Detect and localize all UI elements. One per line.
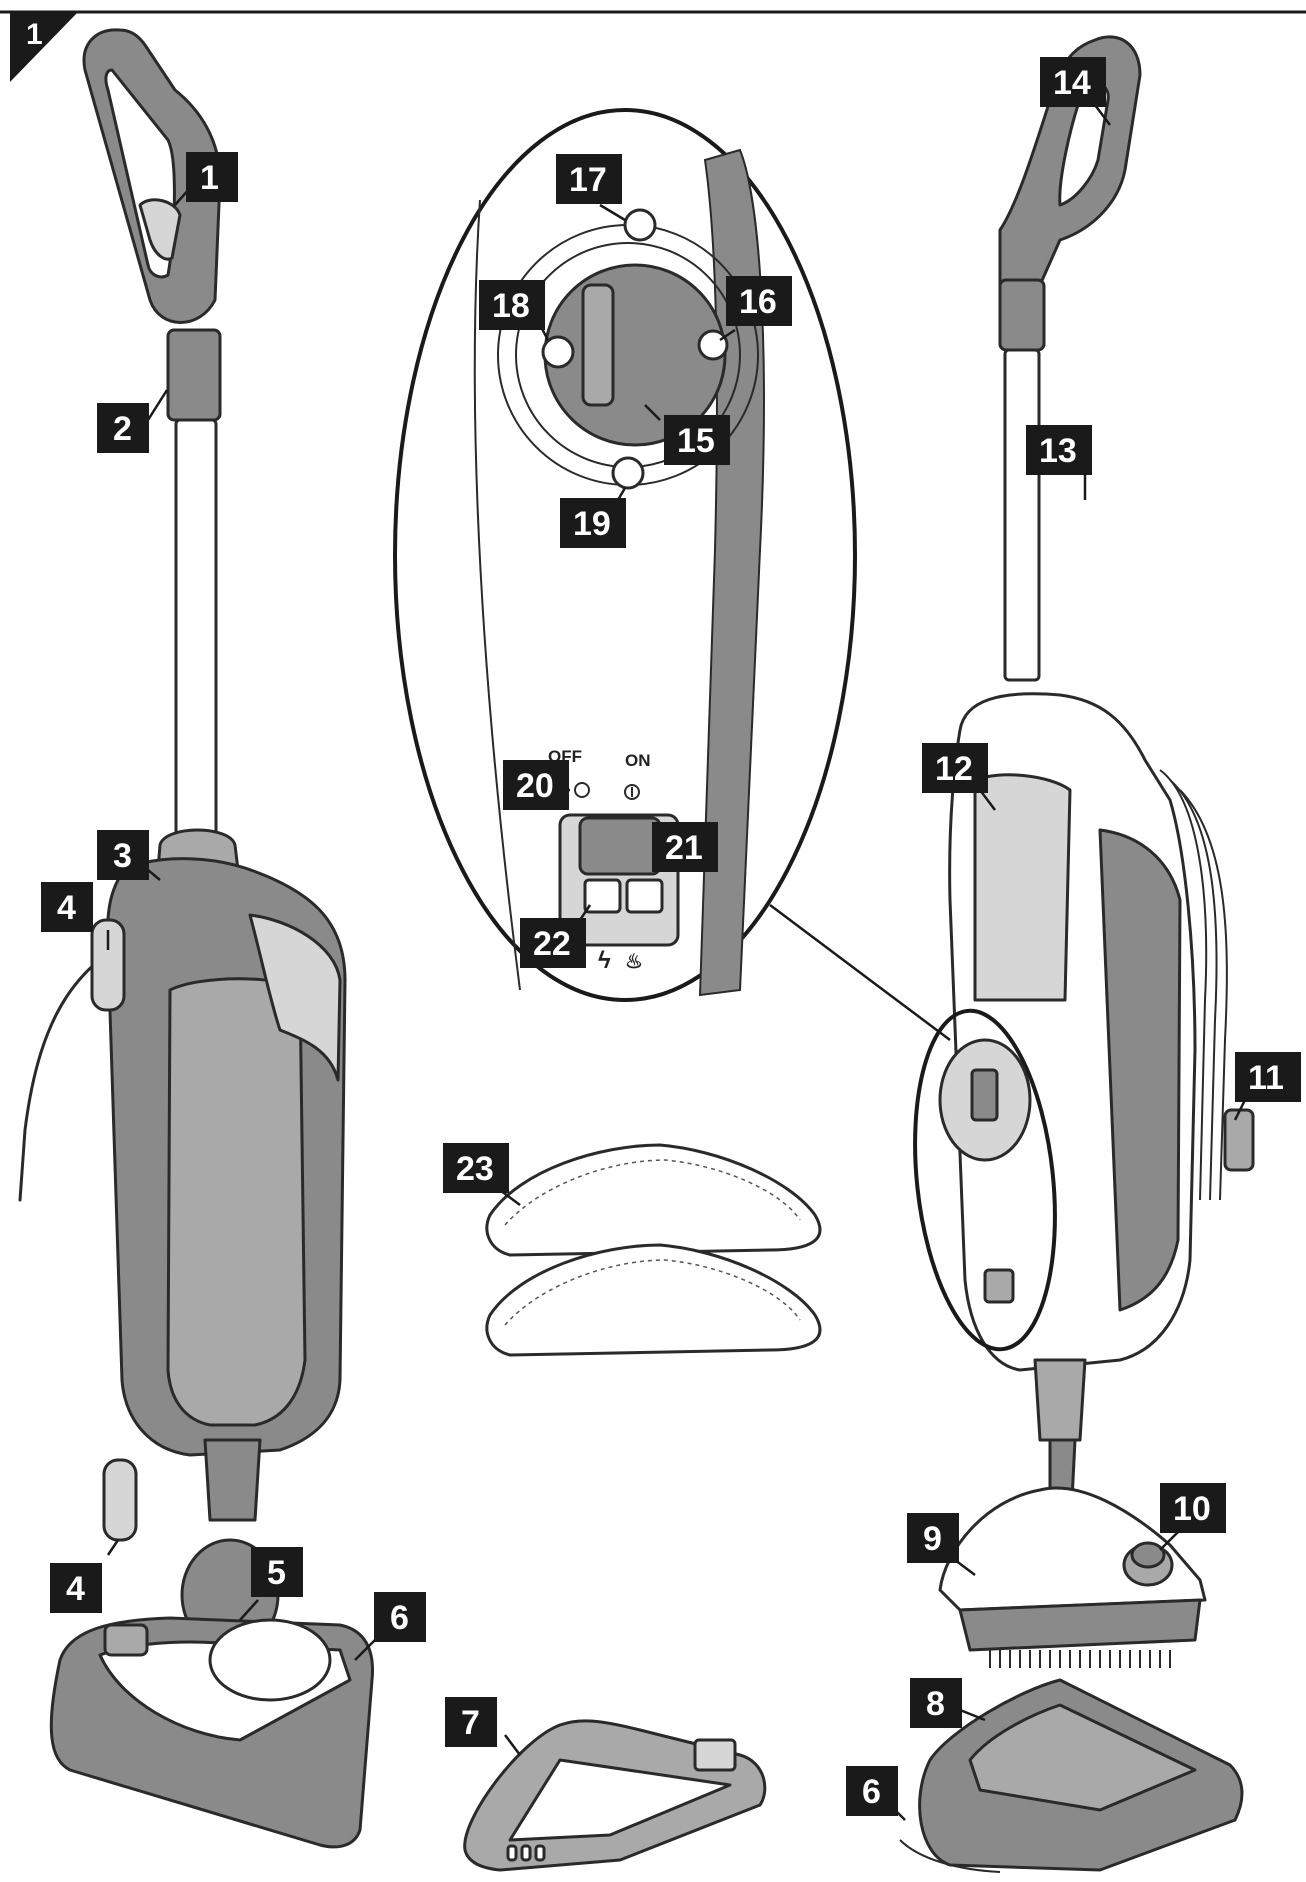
part-label-22: 22 <box>520 918 586 968</box>
part-label-6a: 6 <box>374 1592 426 1642</box>
part-label-1: 1 <box>186 152 238 202</box>
svg-text:6: 6 <box>862 1773 881 1811</box>
part-label-2: 2 <box>97 403 149 453</box>
microfiber-pads <box>485 1143 822 1357</box>
svg-text:2: 2 <box>113 410 132 448</box>
figure-number-badge: 1 <box>10 12 78 82</box>
part-label-6b: 6 <box>846 1766 898 1816</box>
svg-text:8: 8 <box>926 1685 945 1723</box>
svg-text:4: 4 <box>57 889 76 927</box>
switch-on-label: ON <box>625 751 651 770</box>
part-label-8: 8 <box>910 1678 962 1728</box>
part-label-4a: 4 <box>41 882 93 932</box>
zoom-source-ellipse <box>913 1008 1057 1352</box>
leader-lines <box>106 104 1247 1821</box>
part-label-14: 14 <box>1040 57 1106 107</box>
svg-text:16: 16 <box>739 283 777 321</box>
part-label-21: 21 <box>652 822 718 872</box>
svg-text:17: 17 <box>569 161 607 199</box>
part-label-15: 15 <box>664 415 730 465</box>
zoom-detail: OFF ON ϟ ♨ <box>393 108 857 1002</box>
part-label-16: 16 <box>726 276 792 326</box>
part-label-17: 17 <box>556 154 622 204</box>
lightning-symbol: ϟ <box>598 947 611 974</box>
part-label-7: 7 <box>445 1697 497 1747</box>
svg-text:23: 23 <box>456 1150 494 1188</box>
zoom-source-detail <box>938 1038 1032 1304</box>
part-label-11: 11 <box>1235 1052 1301 1102</box>
svg-text:20: 20 <box>516 767 554 805</box>
part-label-18: 18 <box>479 280 545 330</box>
svg-text:4: 4 <box>66 1570 85 1608</box>
svg-text:3: 3 <box>113 837 132 875</box>
svg-text:6: 6 <box>390 1599 409 1637</box>
svg-text:5: 5 <box>267 1554 286 1592</box>
svg-text:22: 22 <box>533 925 571 963</box>
part-label-12: 12 <box>922 743 988 793</box>
right-mop-illustration <box>899 35 1255 1873</box>
svg-text:13: 13 <box>1039 432 1077 470</box>
svg-text:9: 9 <box>923 1520 942 1558</box>
part-label-23: 23 <box>443 1143 509 1193</box>
svg-text:21: 21 <box>665 829 703 867</box>
steam-iron-symbol: ♨ <box>625 951 643 973</box>
svg-text:7: 7 <box>461 1704 480 1742</box>
part-label-5: 5 <box>251 1547 303 1597</box>
part-label-3: 3 <box>97 830 149 880</box>
frame-part <box>463 1719 767 1872</box>
svg-text:12: 12 <box>935 750 973 788</box>
part-label-4b: 4 <box>50 1563 102 1613</box>
svg-text:15: 15 <box>677 422 715 460</box>
svg-text:10: 10 <box>1173 1490 1211 1528</box>
part-label-13: 13 <box>1026 425 1092 475</box>
part-label-9: 9 <box>907 1513 959 1563</box>
part-label-20: 20 <box>503 760 569 810</box>
part-label-19: 19 <box>560 498 626 548</box>
left-mop-illustration <box>18 28 375 1849</box>
svg-text:11: 11 <box>1248 1059 1284 1097</box>
figure-number: 1 <box>26 18 43 51</box>
svg-text:18: 18 <box>492 287 530 325</box>
part-label-10: 10 <box>1160 1483 1226 1533</box>
svg-text:1: 1 <box>200 159 219 197</box>
svg-text:19: 19 <box>573 505 611 543</box>
svg-text:14: 14 <box>1053 64 1091 102</box>
